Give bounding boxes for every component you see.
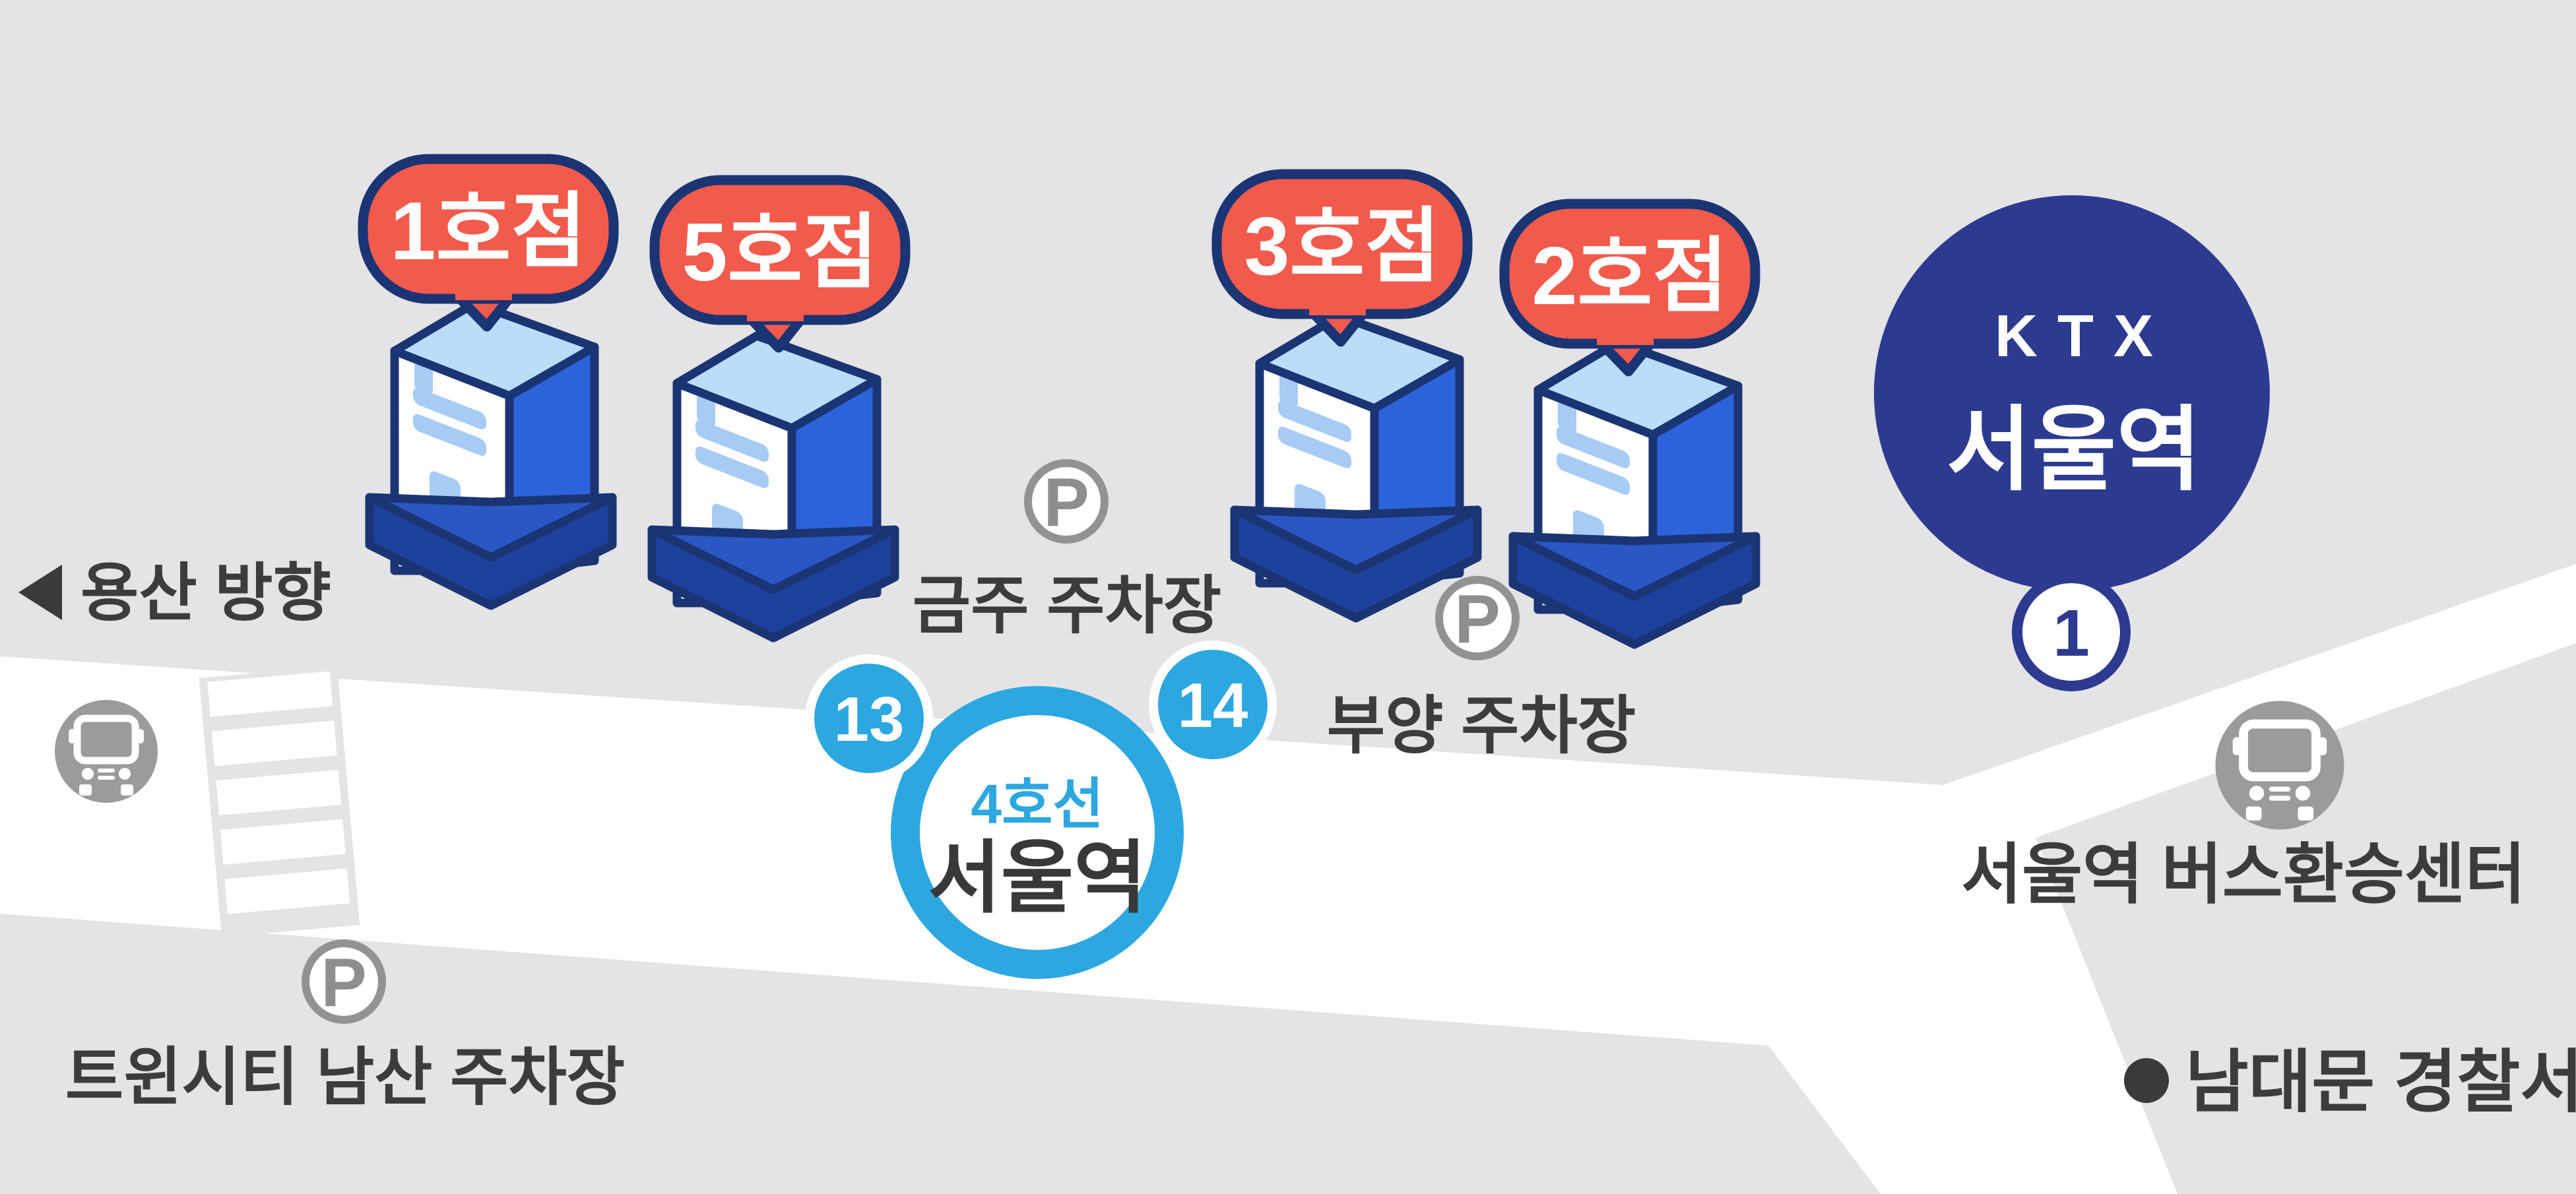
parking-geumju-label: 금주 주차장	[913, 571, 1221, 641]
ktx-circle	[1874, 195, 2270, 591]
ktx-exit-number: 1	[2053, 596, 2090, 670]
parking-twincity: P 트윈시티 남산 주차장	[65, 943, 625, 1113]
line4-station-name: 서울역	[928, 834, 1146, 922]
parking-geumju: P 금주 주차장	[913, 463, 1221, 641]
branch-bubble-1: 1호점	[363, 159, 614, 327]
bus-stop-icon-west	[55, 700, 158, 803]
branch-bubble-2: 2호점	[1504, 204, 1755, 371]
yongsan-direction-sign: 용산 방향	[18, 558, 331, 629]
ktx-station-marker: KTX 서울역 1	[1874, 195, 2270, 691]
ktx-exit-badge	[2012, 573, 2131, 691]
bullet-icon	[2124, 1058, 2169, 1103]
branch-bubble-3-label: 3호점	[1244, 201, 1440, 292]
bus-transfer-icon	[2216, 701, 2344, 830]
ktx-line-label: KTX	[1995, 303, 2173, 369]
building-branch-5	[652, 336, 895, 638]
branch-bubble-5-label: 5호점	[682, 207, 878, 298]
parking-symbol: P	[1454, 581, 1500, 658]
left-arrow-icon	[18, 565, 62, 620]
ktx-station-name: 서울역	[1947, 398, 2201, 501]
bus-transfer-center: 서울역 버스환승센터	[1961, 701, 2526, 912]
branch-bubble-2-label: 2호점	[1531, 231, 1727, 322]
exit-number-13: 13	[834, 684, 905, 755]
building-branch-3	[1235, 316, 1477, 618]
branch-bubble-1-label: 1호점	[390, 186, 586, 277]
police-station: 남대문 경찰서	[2124, 1044, 2576, 1121]
building-branch-2	[1513, 342, 1756, 644]
parking-buyang-label: 부양 주차장	[1327, 691, 1636, 761]
main-road	[0, 564, 2576, 1194]
parking-symbol: P	[321, 945, 366, 1021]
parking-symbol: P	[1043, 464, 1089, 541]
exit-number-14: 14	[1178, 670, 1248, 741]
parking-twincity-label: 트윈시티 남산 주차장	[65, 1042, 625, 1113]
exit-badge-13	[805, 654, 933, 782]
branch-bubble-5: 5호점	[655, 180, 905, 348]
line4-station-marker: 4호선 서울역 13 14	[805, 641, 1277, 979]
police-station-label: 남대문 경찰서	[2185, 1044, 2576, 1121]
line4-ring	[891, 686, 1184, 979]
crosswalk	[199, 666, 360, 937]
bus-transfer-label: 서울역 버스환승센터	[1961, 838, 2526, 912]
building-branch-1	[370, 303, 612, 606]
line4-line-label: 4호선	[971, 773, 1103, 835]
branch-bubble-3: 3호점	[1217, 174, 1467, 342]
yongsan-direction-label: 용산 방향	[80, 558, 331, 629]
exit-badge-14	[1149, 641, 1277, 769]
parking-buyang: P 부양 주차장	[1327, 580, 1636, 761]
